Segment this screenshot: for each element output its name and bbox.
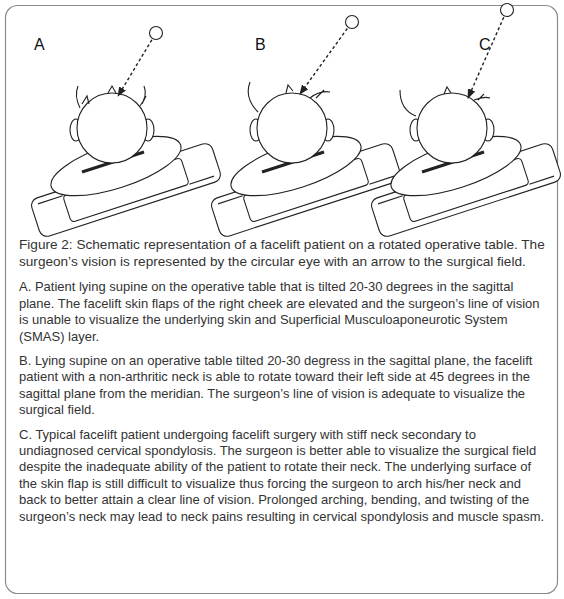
patient-figure: [369, 4, 562, 239]
skin-flap: [248, 82, 330, 112]
panel-letter: C: [479, 36, 491, 54]
line-of-vision: [118, 40, 152, 96]
caption-paragraph: A. Patient lying supine on the operative…: [19, 279, 547, 345]
caption-paragraph: B. Lying supine on an operative table ti…: [19, 353, 547, 419]
surgeon-eye: [150, 27, 163, 40]
patient-figure: [29, 27, 222, 239]
surgeon-eye: [501, 4, 514, 17]
skin-flap: [76, 86, 146, 108]
head: [257, 93, 327, 163]
surgeon-eye: [346, 16, 359, 29]
panel-letter: A: [34, 36, 45, 54]
head: [77, 93, 147, 163]
panel-letter: B: [255, 36, 266, 54]
caption-paragraph: C. Typical facelift patient undergoing f…: [19, 427, 547, 525]
line-of-vision: [468, 17, 504, 98]
line-of-vision: [300, 28, 347, 94]
skin-flap: [400, 87, 490, 116]
frame: [6, 6, 558, 594]
head: [417, 93, 487, 163]
figure-caption: Figure 2: Schematic representation of a …: [19, 236, 547, 270]
